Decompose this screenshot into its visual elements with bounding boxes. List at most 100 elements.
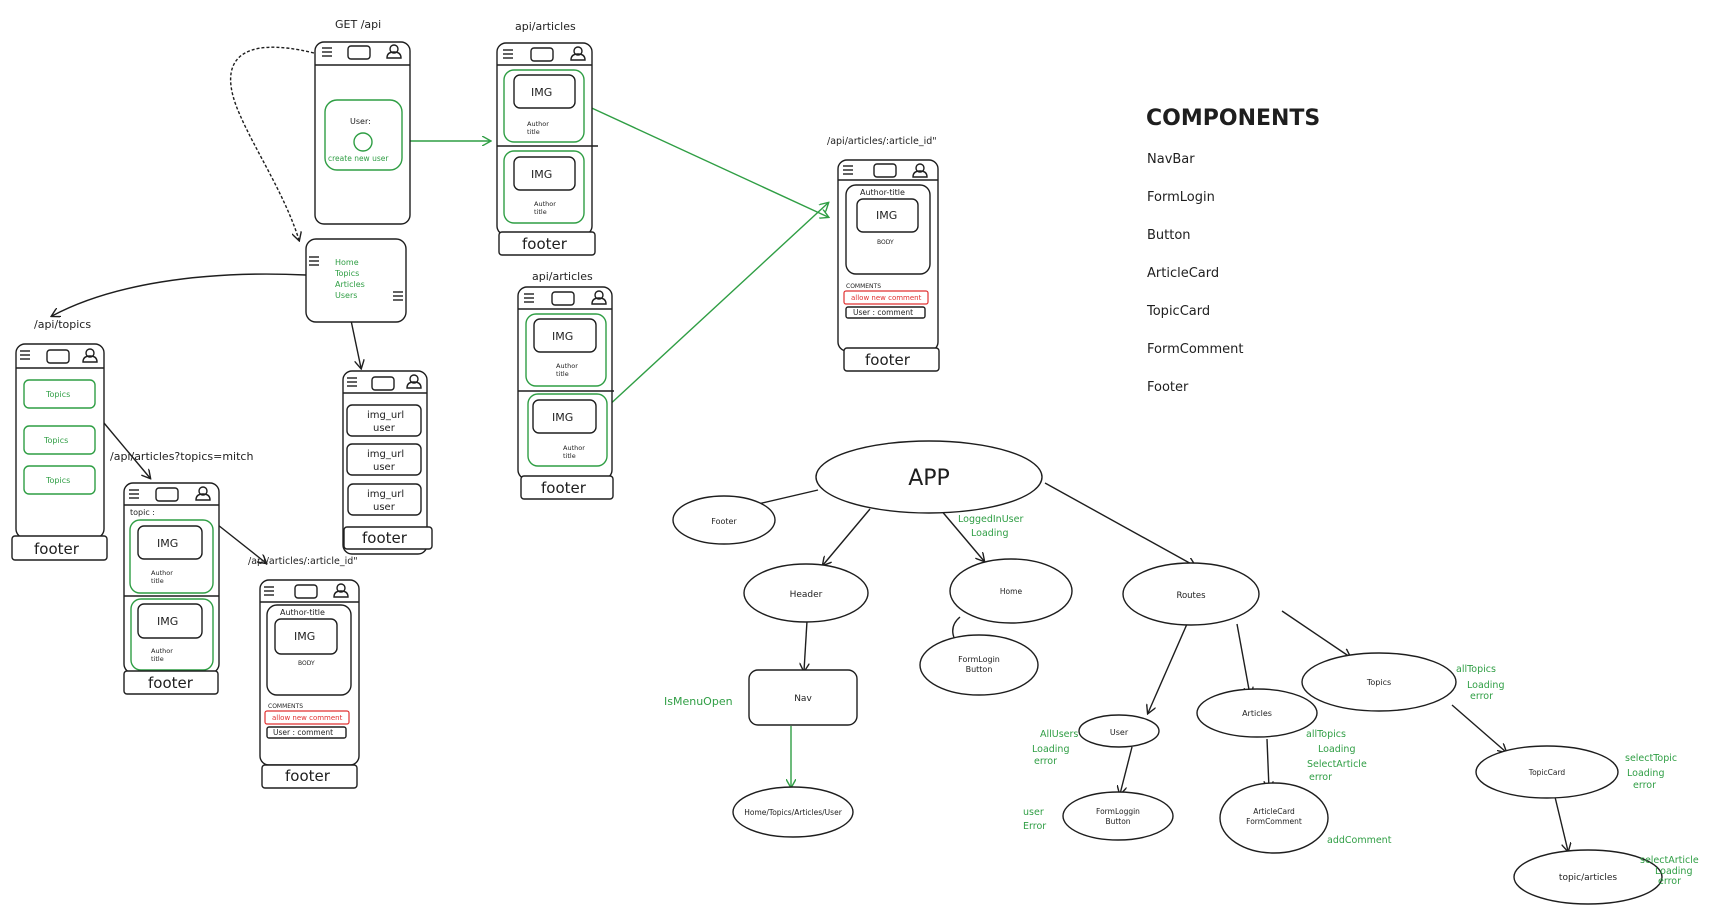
topic-card-label[interactable]: Topics <box>45 476 70 485</box>
user-state-allusers: AllUsers <box>1040 729 1078 740</box>
component-footer: Footer <box>1147 380 1189 395</box>
wireframe-users: img_url user img_url user img_url user f… <box>342 370 433 555</box>
menu-item-users[interactable]: Users <box>335 291 357 300</box>
topics-state-alltopics: allTopics <box>1456 664 1496 675</box>
user-card-img-url: img_url <box>367 489 404 500</box>
article-detail-top-route-label: /api/articles/:article_id" <box>827 136 937 147</box>
node-user <box>1078 714 1160 748</box>
article-author: Author <box>151 647 173 655</box>
create-user-link[interactable]: create new user <box>328 154 389 163</box>
topic-label: topic : <box>130 508 155 517</box>
component-tree: APP Footer Header Home Routes FormLogin … <box>664 440 1699 905</box>
home-user-label: User: <box>350 117 371 126</box>
user-avatar[interactable] <box>353 132 373 152</box>
footer-label: footer <box>34 540 80 558</box>
article-image: IMG <box>876 209 897 222</box>
articlecard-state-addcomment: addComment <box>1327 835 1392 846</box>
user-card-user: user <box>373 423 396 434</box>
user-card-user: user <box>373 502 396 513</box>
node-topiccard <box>1475 745 1619 799</box>
article-detail-bottom-route-label: /api/articles/:article_id" <box>248 556 358 567</box>
node-topic-articles <box>1513 849 1663 905</box>
articles-state-loading: Loading <box>1318 744 1355 755</box>
wireframe-home: GET /api User: create new user <box>314 18 411 225</box>
node-footer <box>672 495 776 545</box>
articles-state-selectarticle: SelectArticle <box>1307 759 1367 770</box>
article-image: IMG <box>157 615 178 628</box>
user-state-loading: Loading <box>1032 744 1069 755</box>
article-author: Author <box>534 200 556 208</box>
allow-comment-label[interactable]: allow new comment <box>272 714 343 722</box>
footer-label: footer <box>285 767 331 785</box>
allow-comment-button[interactable] <box>264 710 350 725</box>
component-button: Button <box>1147 228 1191 243</box>
topiccard-state-error: error <box>1633 780 1656 791</box>
node-footer-label: Footer <box>711 517 737 526</box>
node-header-label: Header <box>790 590 823 600</box>
article-image: IMG <box>531 168 552 181</box>
node-home <box>949 558 1073 624</box>
article-image: IMG <box>531 86 552 99</box>
article-author: Author <box>563 444 585 452</box>
node-nav-targets <box>732 786 854 838</box>
formloggin-state-error: Error <box>1023 821 1046 832</box>
topic-articles-route-label: /api/articles?topics=mitch <box>110 450 253 463</box>
node-formlogin <box>919 634 1039 696</box>
wireframe-menu: Home Topics Articles Users <box>305 238 407 323</box>
footer-label: footer <box>362 529 408 547</box>
article-body: BODY <box>298 660 315 667</box>
node-home-label: Home <box>1000 587 1023 596</box>
author-title-label: Author-title <box>280 608 325 617</box>
node-articles-label: Articles <box>1242 709 1272 718</box>
node-topics <box>1301 652 1457 712</box>
user-comment: User : comment <box>273 728 333 737</box>
node-topic-articles-label: topic/articles <box>1559 873 1617 883</box>
topic-card[interactable] <box>23 425 96 455</box>
article-title: title <box>527 128 540 136</box>
node-formlogin-label-1: FormLogin <box>958 655 1000 664</box>
article-title: title <box>556 370 569 378</box>
node-nav-targets-label: Home/Topics/Articles/User <box>744 808 842 817</box>
formloggin-state-user: user <box>1023 807 1044 818</box>
app-state-loading: Loading <box>971 528 1008 539</box>
node-articlecard-label-1: ArticleCard <box>1253 807 1295 816</box>
wireframe-topic-articles: /api/articles?topics=mitch topic : IMG A… <box>110 450 253 695</box>
menu-item-articles[interactable]: Articles <box>335 280 365 289</box>
article-title: title <box>534 208 547 216</box>
allow-comment-label[interactable]: allow new comment <box>851 294 922 302</box>
allow-comment-button[interactable] <box>843 290 929 305</box>
topic-card-label[interactable]: Topics <box>45 390 70 399</box>
topic-card[interactable] <box>23 465 96 495</box>
comments-heading: COMMENTS <box>846 283 881 290</box>
node-articles <box>1196 688 1318 738</box>
footer-label: footer <box>541 479 587 497</box>
component-navbar: NavBar <box>1147 152 1195 167</box>
articles-2-route-label: api/articles <box>532 270 593 283</box>
menu-item-topics[interactable]: Topics <box>334 269 359 278</box>
menu-item-home[interactable]: Home <box>335 258 359 267</box>
topic-articles-state-error: error <box>1658 876 1681 887</box>
wireframe-articles-1: api/articles IMG Author title IMG Author… <box>496 20 598 256</box>
article-body: BODY <box>877 239 894 246</box>
articles-state-alltopics: allTopics <box>1306 729 1346 740</box>
node-articlecard <box>1219 782 1329 854</box>
node-formlogin-label-2: Button <box>966 665 993 674</box>
topic-card-label[interactable]: Topics <box>43 436 68 445</box>
author-title-label: Author-title <box>860 188 905 197</box>
article-author: Author <box>556 362 578 370</box>
node-header <box>743 563 869 623</box>
article-title: title <box>151 655 164 663</box>
user-card-user: user <box>373 462 396 473</box>
node-topics-label: Topics <box>1366 678 1391 687</box>
wireframe-topics: /api/topics Topics Topics Topics footer <box>11 318 108 561</box>
user-card-img-url: img_url <box>367 410 404 421</box>
components-list: COMPONENTS NavBar FormLogin Button Artic… <box>1146 106 1320 395</box>
wireframe-article-detail-bottom: /api/articles/:article_id" Author-title … <box>248 556 360 789</box>
footer-label: footer <box>865 351 911 369</box>
topic-card[interactable] <box>23 379 96 409</box>
footer-label: footer <box>522 235 568 253</box>
user-comment: User : comment <box>853 308 913 317</box>
component-formlogin: FormLogin <box>1147 190 1215 205</box>
node-routes <box>1122 562 1260 626</box>
